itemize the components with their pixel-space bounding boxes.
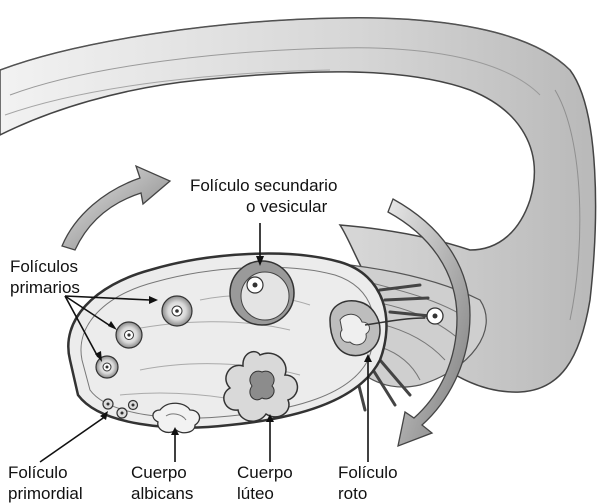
secondary-follicle <box>230 261 294 325</box>
label-primary-follicles-line2: primarios <box>10 277 80 298</box>
label-corpus-luteum: Cuerpo lúteo <box>237 462 293 504</box>
label-ruptured-follicle: Folículo roto <box>338 462 398 504</box>
label-secondary-follicle: Folículo secundario o vesicular <box>190 175 337 217</box>
curved-arrow-left <box>62 166 170 250</box>
label-primary-follicles: Folículos primarios <box>10 256 80 298</box>
label-secondary-follicle-line1: Folículo secundario <box>190 175 337 196</box>
label-ruptured-follicle-line2: roto <box>338 483 398 504</box>
label-corpus-albicans-line1: Cuerpo <box>131 462 193 483</box>
label-primordial-follicle-line1: Folículo <box>8 462 83 483</box>
label-ruptured-follicle-line1: Folículo <box>338 462 398 483</box>
label-primordial-follicle: Folículo primordial <box>8 462 83 504</box>
label-corpus-luteum-line2: lúteo <box>237 483 293 504</box>
label-corpus-luteum-line1: Cuerpo <box>237 462 293 483</box>
label-secondary-follicle-line2: o vesicular <box>190 196 337 217</box>
label-primordial-follicle-line2: primordial <box>8 483 83 504</box>
label-corpus-albicans: Cuerpo albicans <box>131 462 193 504</box>
label-corpus-albicans-line2: albicans <box>131 483 193 504</box>
label-primary-follicles-line1: Folículos <box>10 256 80 277</box>
